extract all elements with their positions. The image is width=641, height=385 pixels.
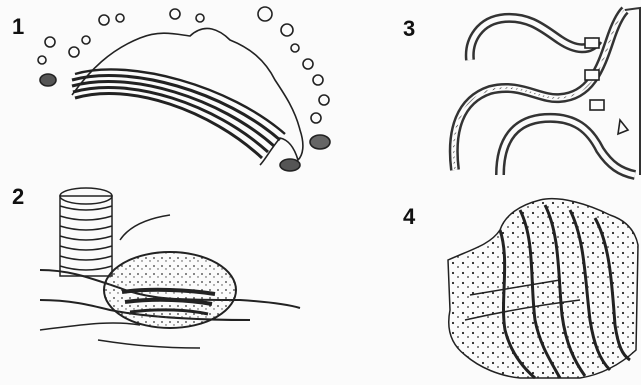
mitochondrion-and-centriole-icon <box>40 188 300 348</box>
nuclear-envelope-icon <box>454 8 640 175</box>
rough-endoplasmic-reticulum-icon <box>448 199 638 378</box>
golgi-apparatus-icon <box>38 7 330 171</box>
